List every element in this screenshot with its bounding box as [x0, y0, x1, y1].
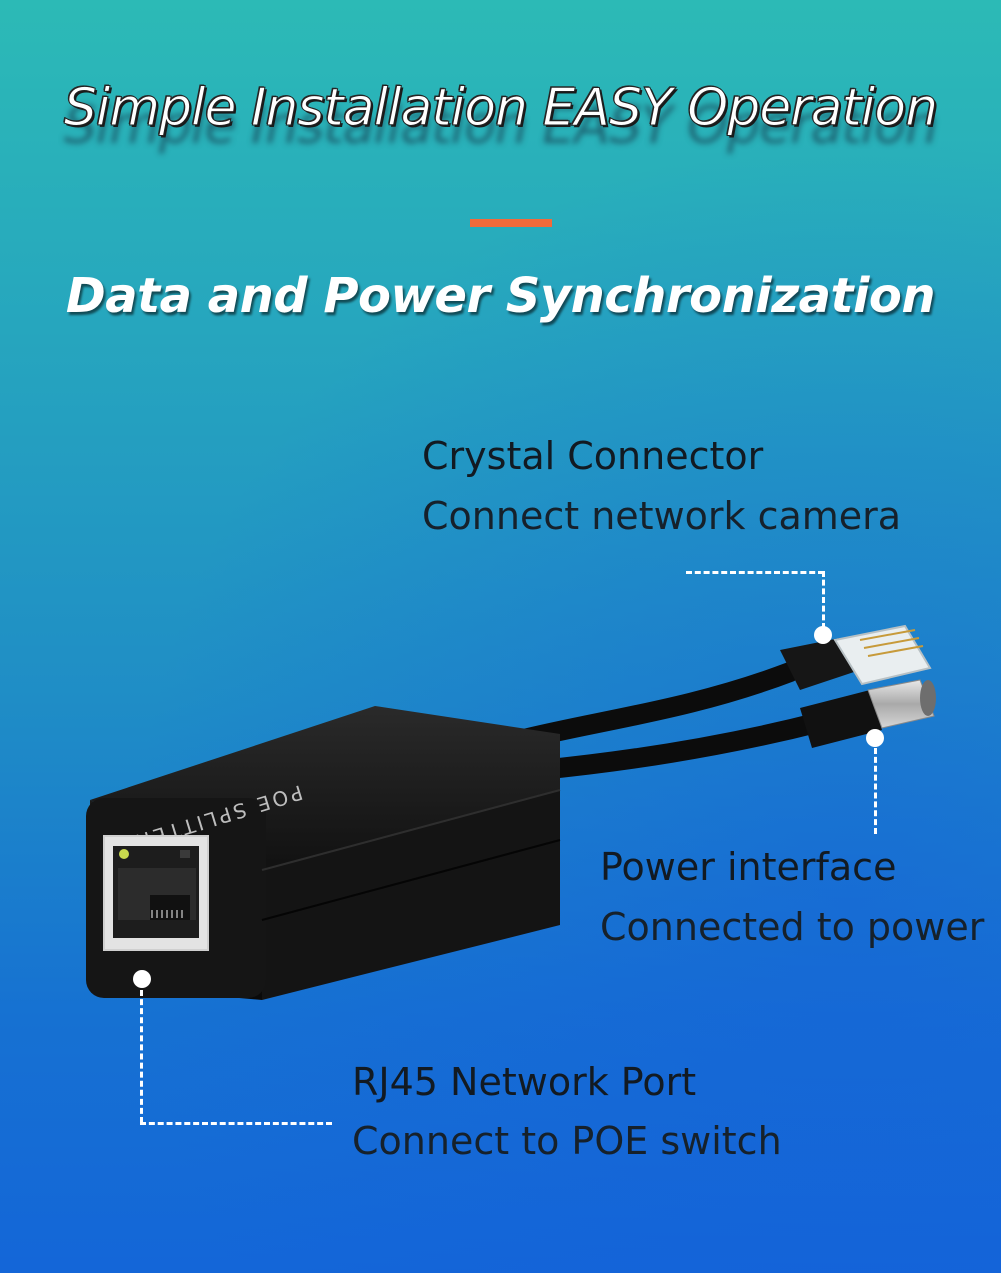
- rj45-leader-vertical: [140, 990, 143, 1123]
- power-interface-marker: [866, 729, 884, 747]
- crystal-connector-title: Crystal Connector: [422, 434, 764, 478]
- power-interface-title: Power interface: [600, 845, 897, 889]
- crystal-connector-plug: [780, 624, 932, 690]
- dc-power-plug: [800, 679, 936, 748]
- rj45-leader-horizontal: [140, 1122, 332, 1125]
- headline-sub: Data and Power Synchronization: [65, 268, 936, 324]
- rj45-socket: [103, 835, 209, 951]
- crystal-leader-horizontal: [686, 571, 824, 574]
- power-leader-vertical: [874, 748, 877, 834]
- crystal-connector-marker: [814, 626, 832, 644]
- rj45-port-marker: [133, 970, 151, 988]
- headline-main: Simple Installation EASY Operation: [63, 78, 938, 139]
- rj45-port-desc: Connect to POE switch: [352, 1119, 782, 1163]
- rj45-port-title: RJ45 Network Port: [352, 1060, 697, 1104]
- accent-divider: [470, 219, 552, 227]
- crystal-leader-vertical: [822, 571, 825, 629]
- power-interface-desc: Connected to power: [600, 905, 985, 949]
- crystal-connector-desc: Connect network camera: [422, 494, 902, 538]
